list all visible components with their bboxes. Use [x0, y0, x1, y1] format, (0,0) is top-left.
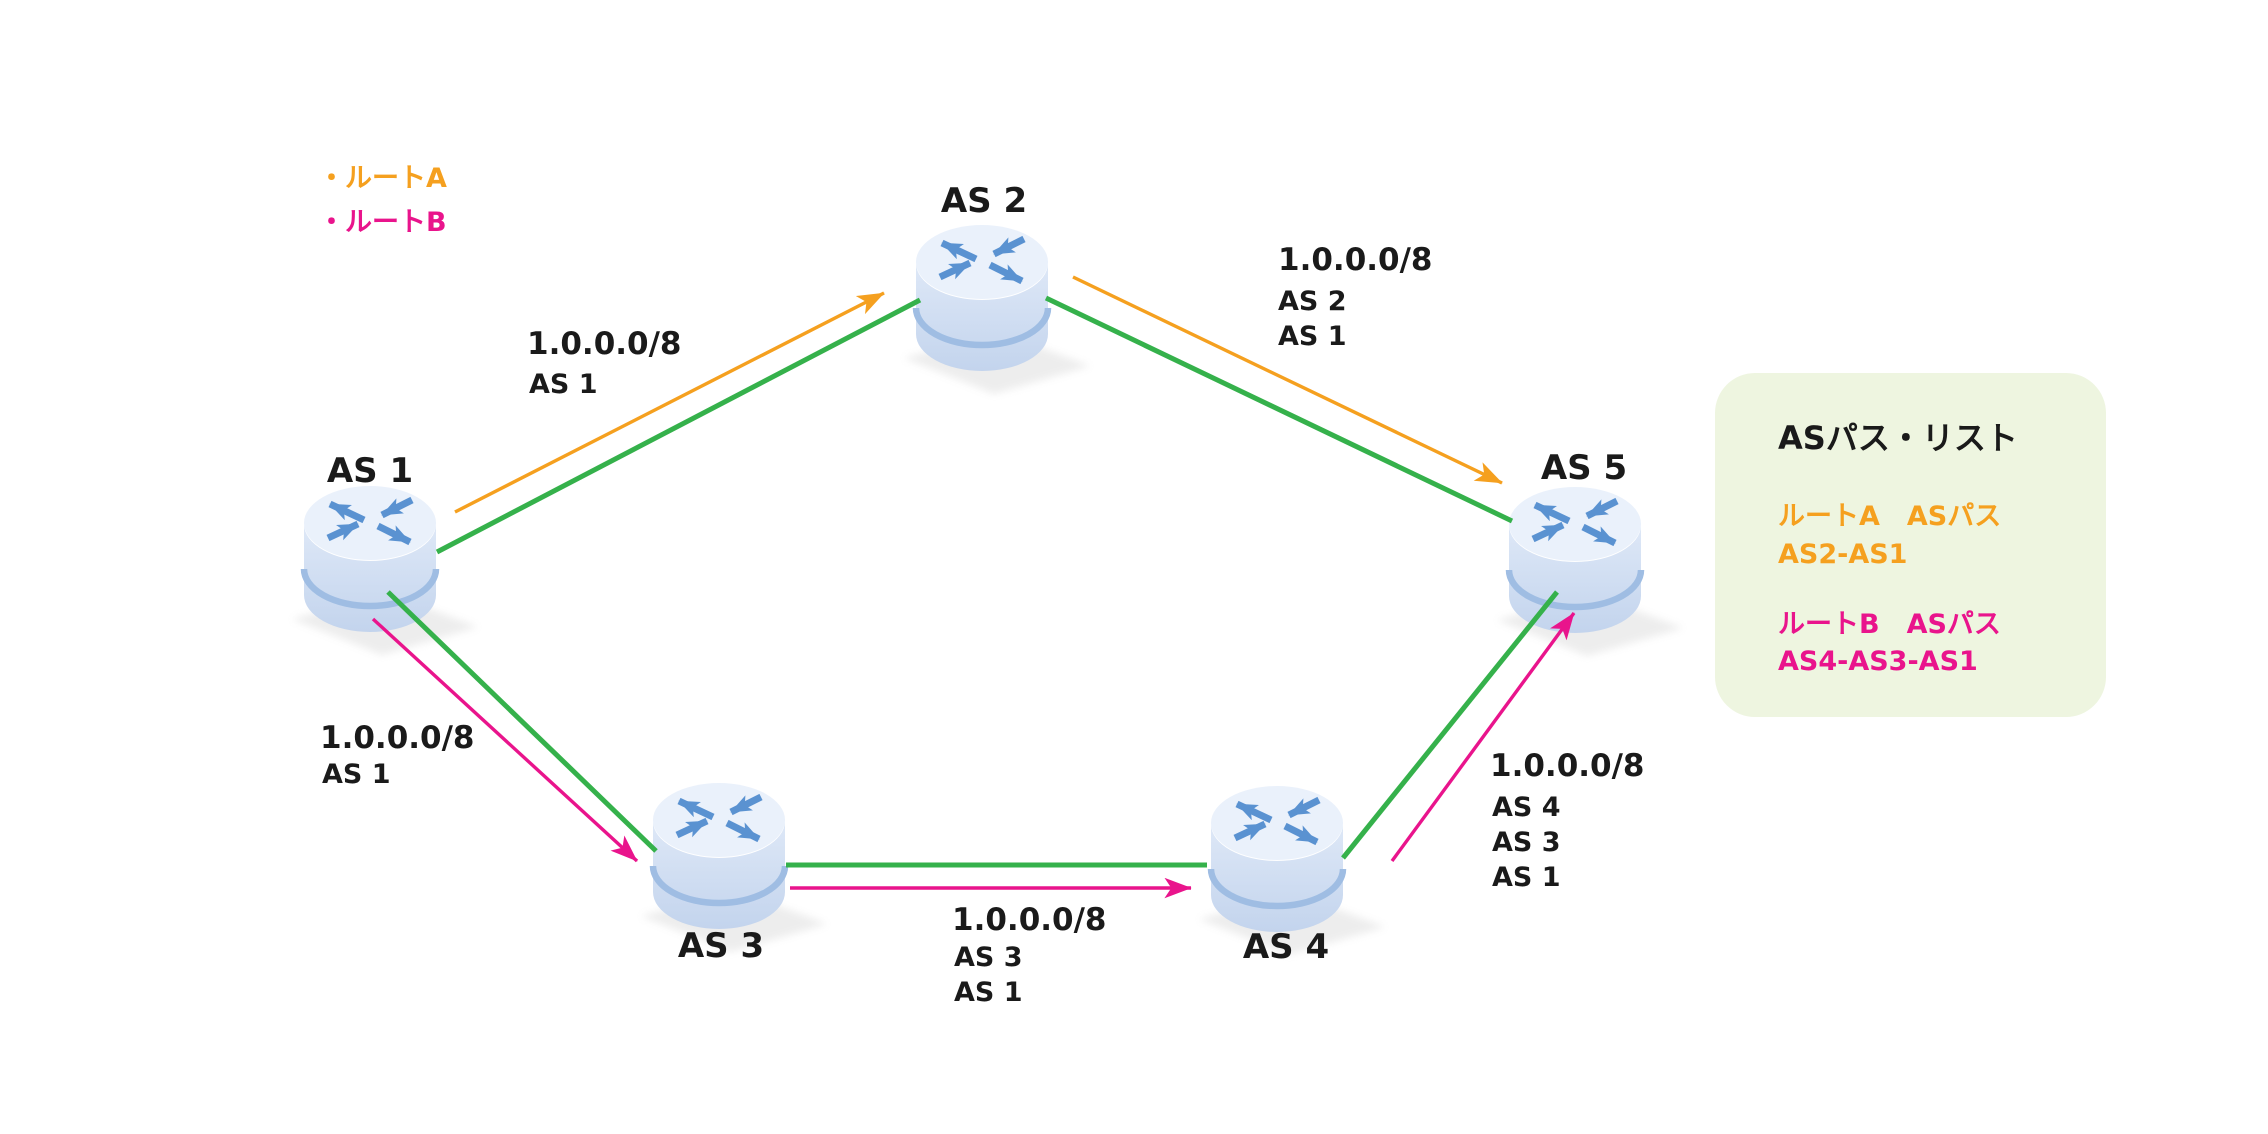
router-label-as3: AS 3 [677, 926, 765, 966]
advert-as4-as5-path2: AS 3 [1492, 827, 1561, 858]
legend-route-a: ・ルートA [318, 163, 447, 194]
advert-as4-as5-prefix: 1.0.0.0/8 [1490, 748, 1645, 784]
router-label-as2: AS 2 [940, 181, 1028, 221]
as-path-list-panel: ASパス・リスト ルートA ASパス AS2-AS1 ルートB ASパス AS4… [1715, 373, 2106, 717]
link-as4-as5 [1341, 590, 1559, 860]
advert-as1-as3-prefix: 1.0.0.0/8 [320, 720, 475, 756]
legend-route-b: ・ルートB [318, 207, 447, 238]
physical-links [386, 295, 1559, 868]
link-as1-as3 [386, 590, 658, 853]
advert-as3-as4-prefix: 1.0.0.0/8 [952, 902, 1107, 938]
link-as1-as2 [435, 297, 922, 555]
router-label-as4: AS 4 [1242, 927, 1330, 967]
route-b-arrow-as1-as3 [371, 617, 639, 863]
route-a-arrow-as2-as5 [1072, 275, 1503, 485]
route-b-arrows [371, 611, 1576, 899]
router-label-as5: AS 5 [1540, 448, 1628, 488]
advert-as2-as5-path2: AS 1 [1278, 321, 1347, 352]
as-path-route-b-path: AS4-AS3-AS1 [1778, 646, 1978, 677]
advert-as4-as5-path3: AS 1 [1492, 862, 1561, 893]
advert-as1-as2-prefix: 1.0.0.0/8 [527, 326, 682, 362]
advert-as3-as4-path2: AS 1 [954, 977, 1023, 1008]
advert-as2-as5-prefix: 1.0.0.0/8 [1278, 242, 1433, 278]
as-path-panel-title: ASパス・リスト [1778, 419, 2018, 457]
as-path-route-a-label: ルートA ASパス [1778, 501, 2002, 532]
advert-as1-as3-path1: AS 1 [322, 759, 391, 790]
as-path-route-b-label: ルートB ASパス [1778, 609, 2001, 640]
advert-as1-as2-path1: AS 1 [529, 369, 598, 400]
route-b-arrow-as4-as5 [1390, 611, 1576, 863]
advert-as3-as4-path1: AS 3 [954, 942, 1023, 973]
advert-as2-as5-path1: AS 2 [1278, 286, 1347, 317]
router-label-as1: AS 1 [326, 451, 414, 491]
router-as2 [904, 225, 1090, 394]
advert-as4-as5-path1: AS 4 [1492, 792, 1561, 823]
route-a-arrows [454, 275, 1503, 514]
link-as2-as5 [1044, 295, 1514, 524]
as-path-route-a-path: AS2-AS1 [1778, 539, 1908, 570]
route-a-arrow-as1-as2 [454, 291, 885, 514]
